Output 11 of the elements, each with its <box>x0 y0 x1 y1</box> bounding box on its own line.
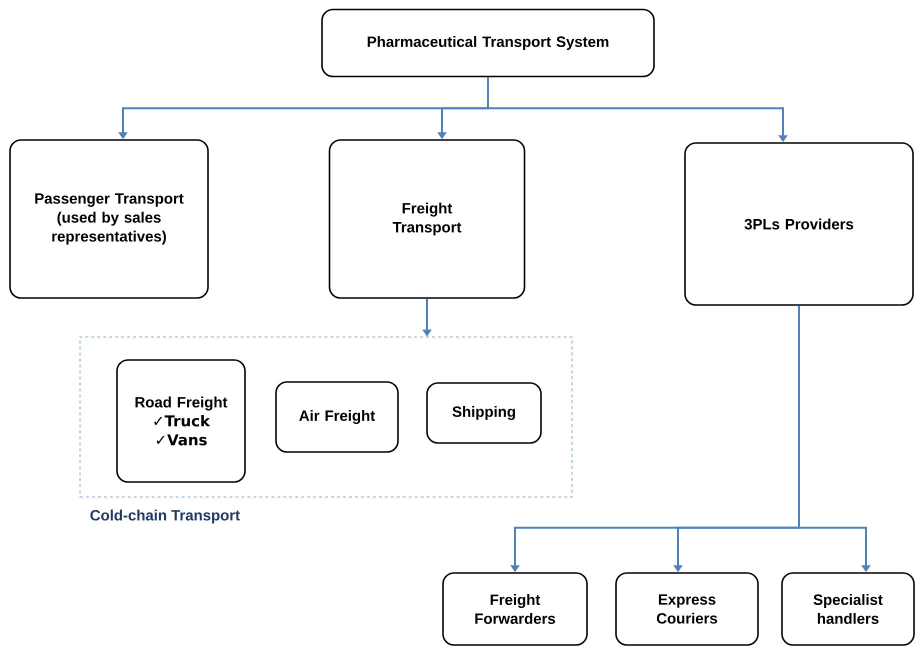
rounded-box: Express Couriers <box>615 572 759 646</box>
rounded-box: Pharmaceutical Transport System <box>321 8 655 78</box>
rounded-box: Passenger Transport (used by sales representatives) <box>9 139 209 299</box>
rounded-box: Air Freight <box>275 381 399 453</box>
rounded-box: Road Freight ✓Truck ✓Vans <box>116 359 246 483</box>
rounded-box: Shipping <box>426 382 542 444</box>
rounded-box: Specialist handlers <box>781 572 915 646</box>
group-label: Cold-chain Transport <box>90 510 240 524</box>
rounded-box: Freight Forwarders <box>442 572 588 646</box>
rounded-box: 3PLs Providers <box>684 142 914 306</box>
rounded-box: Freight Transport <box>328 139 526 299</box>
